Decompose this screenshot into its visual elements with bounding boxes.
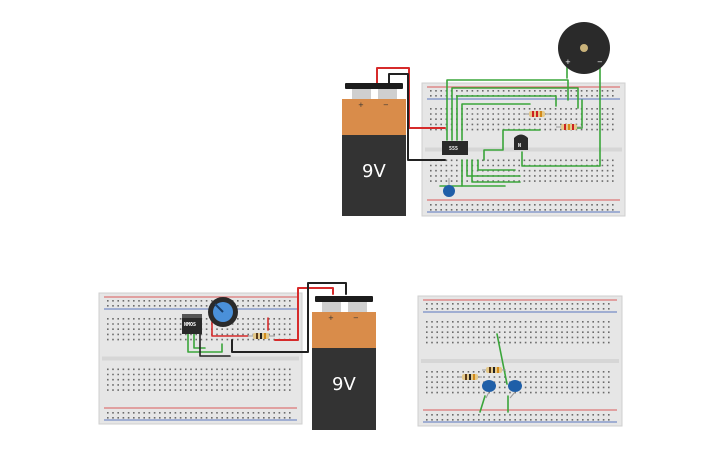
wire-green-6[interactable] xyxy=(466,159,521,177)
nmos-transistor[interactable]: NMOS xyxy=(182,314,202,334)
wire-green-br-2[interactable] xyxy=(479,395,486,413)
wire-red-top-battery[interactable] xyxy=(376,67,446,129)
wire-black-bottom-battery[interactable] xyxy=(231,282,347,353)
wire-green-9[interactable] xyxy=(483,129,541,161)
wire-green-10[interactable] xyxy=(521,67,601,167)
nmos-label: NMOS xyxy=(184,322,196,328)
top-circuit: + − 9V 555 N xyxy=(342,22,610,216)
bottom-right-wires xyxy=(479,333,509,413)
breadboard-bottom-right-channel xyxy=(421,359,619,363)
wire-green-reg-1[interactable] xyxy=(187,333,223,353)
resistor-br-2[interactable] xyxy=(482,367,506,373)
wire-green-4[interactable] xyxy=(461,103,531,141)
battery-top-plus: + xyxy=(358,101,364,109)
potentiometer[interactable] xyxy=(208,297,238,327)
ic-555-label: 555 xyxy=(449,146,458,152)
wire-green-7[interactable] xyxy=(471,159,521,183)
battery-9v-bottom[interactable]: + − 9V xyxy=(312,296,376,430)
wire-green-13[interactable] xyxy=(574,99,583,129)
ic-555-timer[interactable]: 555 xyxy=(442,141,468,155)
buzzer-minus: − xyxy=(597,58,603,66)
piezo-buzzer[interactable]: + − xyxy=(558,22,610,74)
wire-green-br-1[interactable] xyxy=(496,333,508,385)
breadboard-bottom-left[interactable] xyxy=(98,292,303,425)
battery-top-voltage: 9V xyxy=(362,161,386,182)
wire-green-3[interactable] xyxy=(456,95,557,141)
capacitor-br-2[interactable] xyxy=(508,380,522,399)
battery-bottom-minus: − xyxy=(353,314,359,322)
wire-green-8[interactable] xyxy=(477,159,516,171)
wire-black-reg[interactable] xyxy=(199,333,231,357)
wire-red-reg[interactable] xyxy=(211,317,249,337)
bottom-right-circuit xyxy=(458,333,522,413)
battery-9v-top[interactable]: + − 9V xyxy=(342,83,406,216)
transistor-label: N xyxy=(518,143,521,149)
bottom-left-wires xyxy=(187,282,347,357)
wire-red-bottom-battery[interactable] xyxy=(274,287,334,341)
bottom-left-circuit: NMOS + − 9V xyxy=(182,282,376,430)
buzzer-plus: + xyxy=(565,58,571,66)
top-wires xyxy=(376,63,601,187)
wire-green-1[interactable] xyxy=(446,79,569,141)
resistor-top-2[interactable] xyxy=(556,124,582,130)
breadboard-bottom-right[interactable] xyxy=(417,295,623,427)
npn-transistor[interactable]: N xyxy=(514,134,528,151)
battery-top-minus: − xyxy=(383,101,389,109)
wire-green-2[interactable] xyxy=(451,87,579,141)
resistor-top-1[interactable] xyxy=(524,111,550,117)
battery-bottom-plus: + xyxy=(328,314,334,322)
resistor-br-1[interactable] xyxy=(458,374,482,380)
resistor-bottom-left[interactable] xyxy=(248,333,275,339)
wire-green-reg-2[interactable] xyxy=(193,333,206,349)
wire-black-top-battery[interactable] xyxy=(388,73,446,161)
battery-bottom-voltage: 9V xyxy=(332,374,356,395)
capacitor-top[interactable] xyxy=(443,178,455,197)
breadboard-bottom-left-channel xyxy=(102,356,299,361)
capacitor-br-1[interactable] xyxy=(482,380,496,399)
